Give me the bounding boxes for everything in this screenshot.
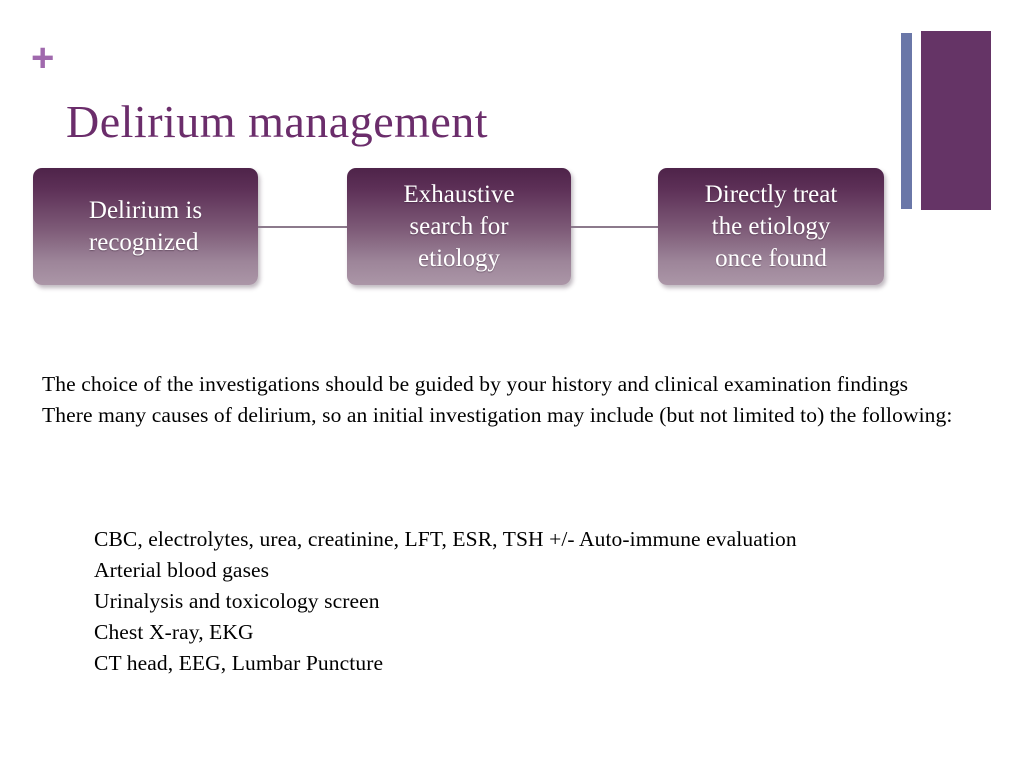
list-item: CBC, electrolytes, urea, creatinine, LFT… xyxy=(94,527,797,551)
list-item: Arterial blood gases xyxy=(94,558,270,582)
flow-box-directly-treat[interactable]: Directly treat the etiology once found xyxy=(658,168,884,285)
list-item: Chest X-ray, EKG xyxy=(94,620,254,644)
list-item: CT head, EEG, Lumbar Puncture xyxy=(94,651,384,675)
flow-diagram: Delirium is recognized Exhaustive search… xyxy=(0,0,1024,320)
flow-box-label: Delirium is recognized xyxy=(88,196,203,256)
list-item: Urinalysis and toxicology screen xyxy=(94,589,380,613)
body-paragraph: There many causes of delirium, so an ini… xyxy=(42,403,953,427)
plus-icon: + xyxy=(31,36,55,80)
decor-blue-bar xyxy=(901,33,912,209)
flow-connector-2 xyxy=(571,226,659,228)
body-text-block: The choice of the investigations should … xyxy=(42,369,982,431)
investigations-list: CBC, electrolytes, urea, creatinine, LFT… xyxy=(94,524,984,679)
flow-connector-1 xyxy=(258,226,348,228)
flow-box-label: Directly treat the etiology once found xyxy=(704,180,838,272)
page-title: Delirium management xyxy=(66,95,489,147)
body-paragraph: The choice of the investigations should … xyxy=(42,372,909,396)
flow-box-label: Exhaustive search for etiology xyxy=(403,180,515,272)
decor-purple-block xyxy=(921,31,991,210)
flow-box-delirium-recognized[interactable]: Delirium is recognized xyxy=(33,168,258,285)
flow-box-exhaustive-search[interactable]: Exhaustive search for etiology xyxy=(347,168,571,285)
